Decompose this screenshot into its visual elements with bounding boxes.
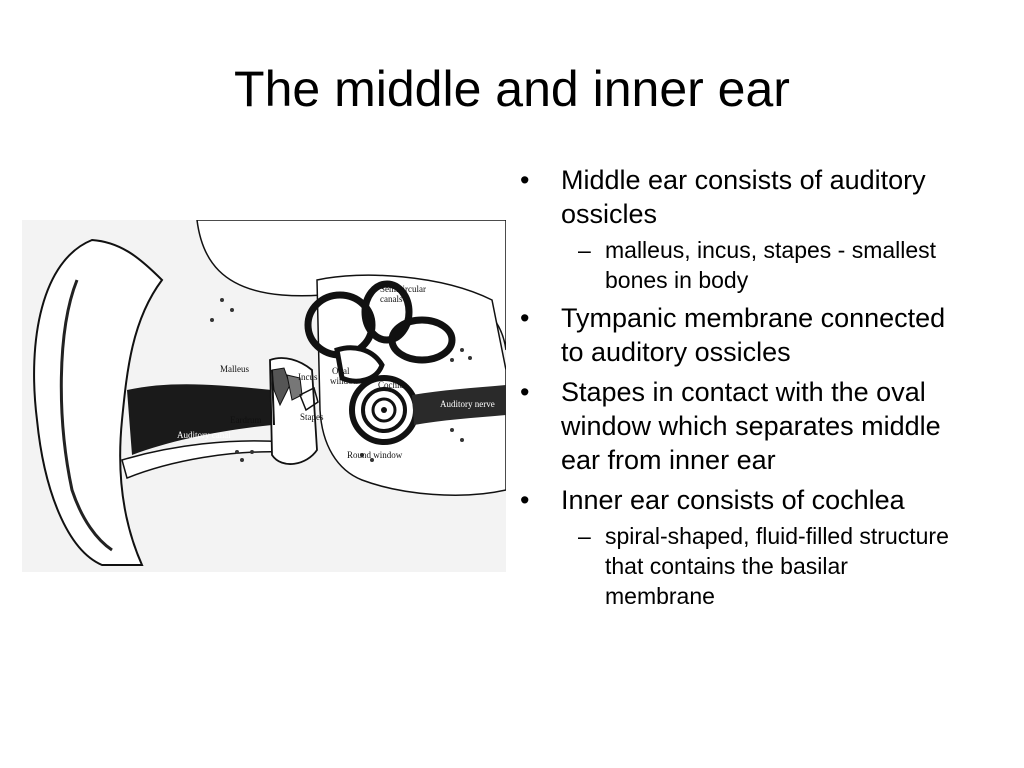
label-stapes: Stapes bbox=[300, 412, 324, 422]
label-auditory-canal: Auditory canal bbox=[177, 430, 231, 440]
vestibule bbox=[334, 345, 385, 384]
malleus-bone bbox=[271, 367, 291, 407]
sub-list: – spiral-shaped, fluid-filled structure … bbox=[561, 521, 960, 611]
auditory-canal-shape bbox=[127, 384, 272, 455]
auditory-nerve-shape bbox=[412, 385, 506, 425]
label-oval-window-line1: Oval bbox=[332, 366, 350, 376]
semicircular-canal-2 bbox=[361, 280, 413, 344]
label-oval-window-line2: window bbox=[330, 376, 360, 386]
bullet-item: • Inner ear consists of cochlea – spiral… bbox=[520, 483, 960, 611]
label-malleus: Malleus bbox=[220, 364, 249, 374]
label-auditory-nerve: Auditory nerve bbox=[440, 399, 495, 409]
label-cochlea: Cochlea bbox=[378, 380, 408, 390]
sub-list: – malleus, incus, stapes - smallest bone… bbox=[561, 235, 960, 295]
bullet-list: • Middle ear consists of auditory ossicl… bbox=[520, 163, 960, 617]
stipple-dots bbox=[210, 298, 472, 462]
slide-title: The middle and inner ear bbox=[234, 61, 790, 117]
bullet-glyph: • bbox=[520, 377, 530, 407]
dash-glyph: – bbox=[578, 237, 591, 263]
label-eardrum: Eardrum bbox=[230, 415, 262, 425]
ear-diagram-drawing: Malleus Incus Stapes Eardrum Auditory ca… bbox=[22, 220, 506, 572]
bullet-glyph: • bbox=[520, 165, 530, 195]
bullet-text: Middle ear consists of auditory ossicles bbox=[561, 165, 926, 229]
ear-diagram: Malleus Incus Stapes Eardrum Auditory ca… bbox=[22, 220, 506, 572]
sub-bullet-text: spiral-shaped, fluid-filled structure th… bbox=[605, 523, 949, 609]
sub-bullet-item: – spiral-shaped, fluid-filled structure … bbox=[561, 521, 960, 611]
sub-bullet-text: malleus, incus, stapes - smallest bones … bbox=[605, 237, 937, 293]
stapes-bone bbox=[299, 386, 319, 412]
bullet-text: Tympanic membrane connected to auditory … bbox=[561, 303, 946, 367]
bullet-item: • Middle ear consists of auditory ossicl… bbox=[520, 163, 960, 295]
label-semicircular-line2: canals bbox=[380, 294, 403, 304]
label-incus: Incus bbox=[298, 372, 318, 382]
incus-bone bbox=[286, 374, 303, 401]
inner-ear-region bbox=[316, 274, 506, 496]
bullet-item: • Stapes in contact with the oval window… bbox=[520, 375, 960, 477]
bullet-text: Stapes in contact with the oval window w… bbox=[561, 377, 941, 475]
semicircular-canal-3 bbox=[388, 316, 456, 364]
pinna-fold bbox=[59, 279, 113, 552]
label-round-window: Round window bbox=[347, 450, 403, 460]
bullet-glyph: • bbox=[520, 485, 530, 515]
dash-glyph: – bbox=[578, 523, 591, 549]
bullet-glyph: • bbox=[520, 303, 530, 333]
bullet-item: • Tympanic membrane connected to auditor… bbox=[520, 301, 960, 369]
label-semicircular-line1: Semicircular bbox=[380, 284, 426, 294]
sub-bullet-item: – malleus, incus, stapes - smallest bone… bbox=[561, 235, 960, 295]
eardrum-line bbox=[271, 369, 275, 426]
bullet-text: Inner ear consists of cochlea bbox=[561, 485, 905, 515]
